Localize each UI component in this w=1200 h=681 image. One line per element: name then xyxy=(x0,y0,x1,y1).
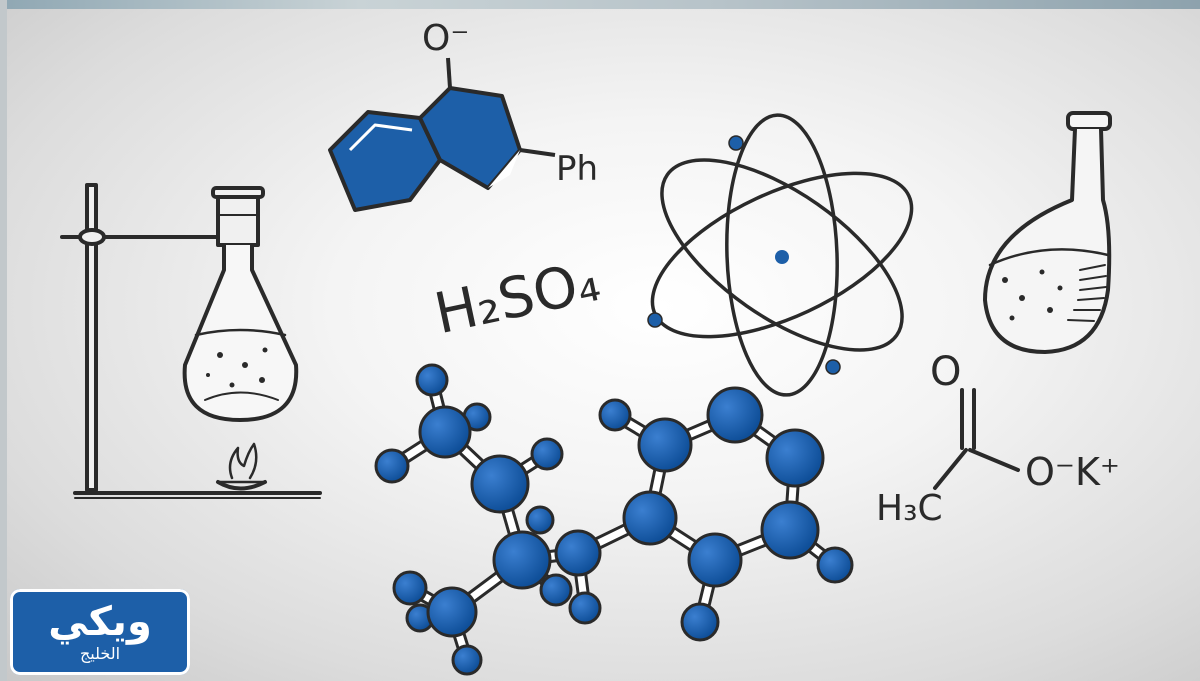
logo-main-text: ويكي xyxy=(48,599,152,645)
potassium-salt-label: O⁻K⁺ xyxy=(1025,450,1120,494)
methyl-label: H₃C xyxy=(876,488,943,529)
potassium-acetate-structure: O H₃C O⁻K⁺ xyxy=(876,349,1120,529)
phenyl-label: Ph xyxy=(556,149,598,189)
lab-stand-with-flask xyxy=(60,183,322,499)
volumetric-flask xyxy=(983,111,1112,354)
sulfuric-acid-formula: H₂SO₄ xyxy=(429,249,606,347)
blue-ring-structure: O⁻ Ph xyxy=(328,18,598,212)
carbonyl-oxygen-label: O xyxy=(930,349,961,395)
logo-sub-text: الخليج xyxy=(79,644,121,663)
left-border-strip xyxy=(0,0,7,681)
ball-and-stick-molecule xyxy=(374,363,854,676)
oxide-label: O⁻ xyxy=(422,18,469,59)
atom-diagram xyxy=(647,113,914,397)
site-logo: ويكي الخليج xyxy=(10,589,190,675)
top-border-strip xyxy=(0,0,1200,9)
